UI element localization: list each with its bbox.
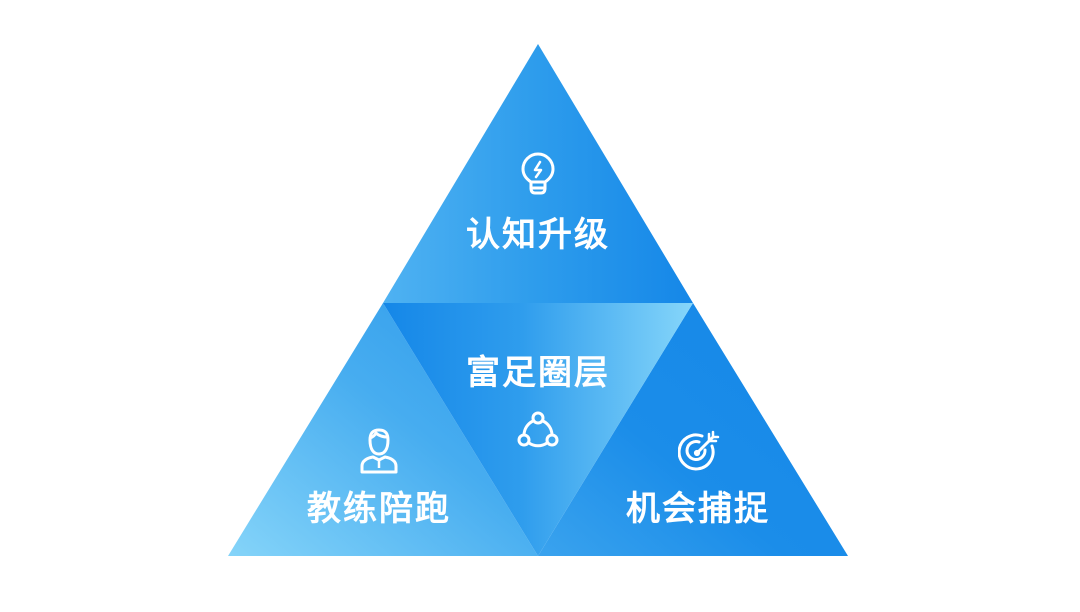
segment-center: [383, 303, 693, 556]
segment-center-label: 富足圈层: [466, 353, 610, 393]
segment-right-label: 机会捕捉: [626, 489, 770, 529]
lightbulb-icon: [521, 152, 555, 200]
segment-left-label: 教练陪跑: [307, 489, 451, 529]
segment-top-label: 认知升级: [466, 215, 610, 255]
segment-right: [538, 303, 848, 556]
community-network-icon: [517, 410, 559, 454]
coach-person-icon: [359, 428, 399, 478]
target-icon: [677, 430, 722, 476]
